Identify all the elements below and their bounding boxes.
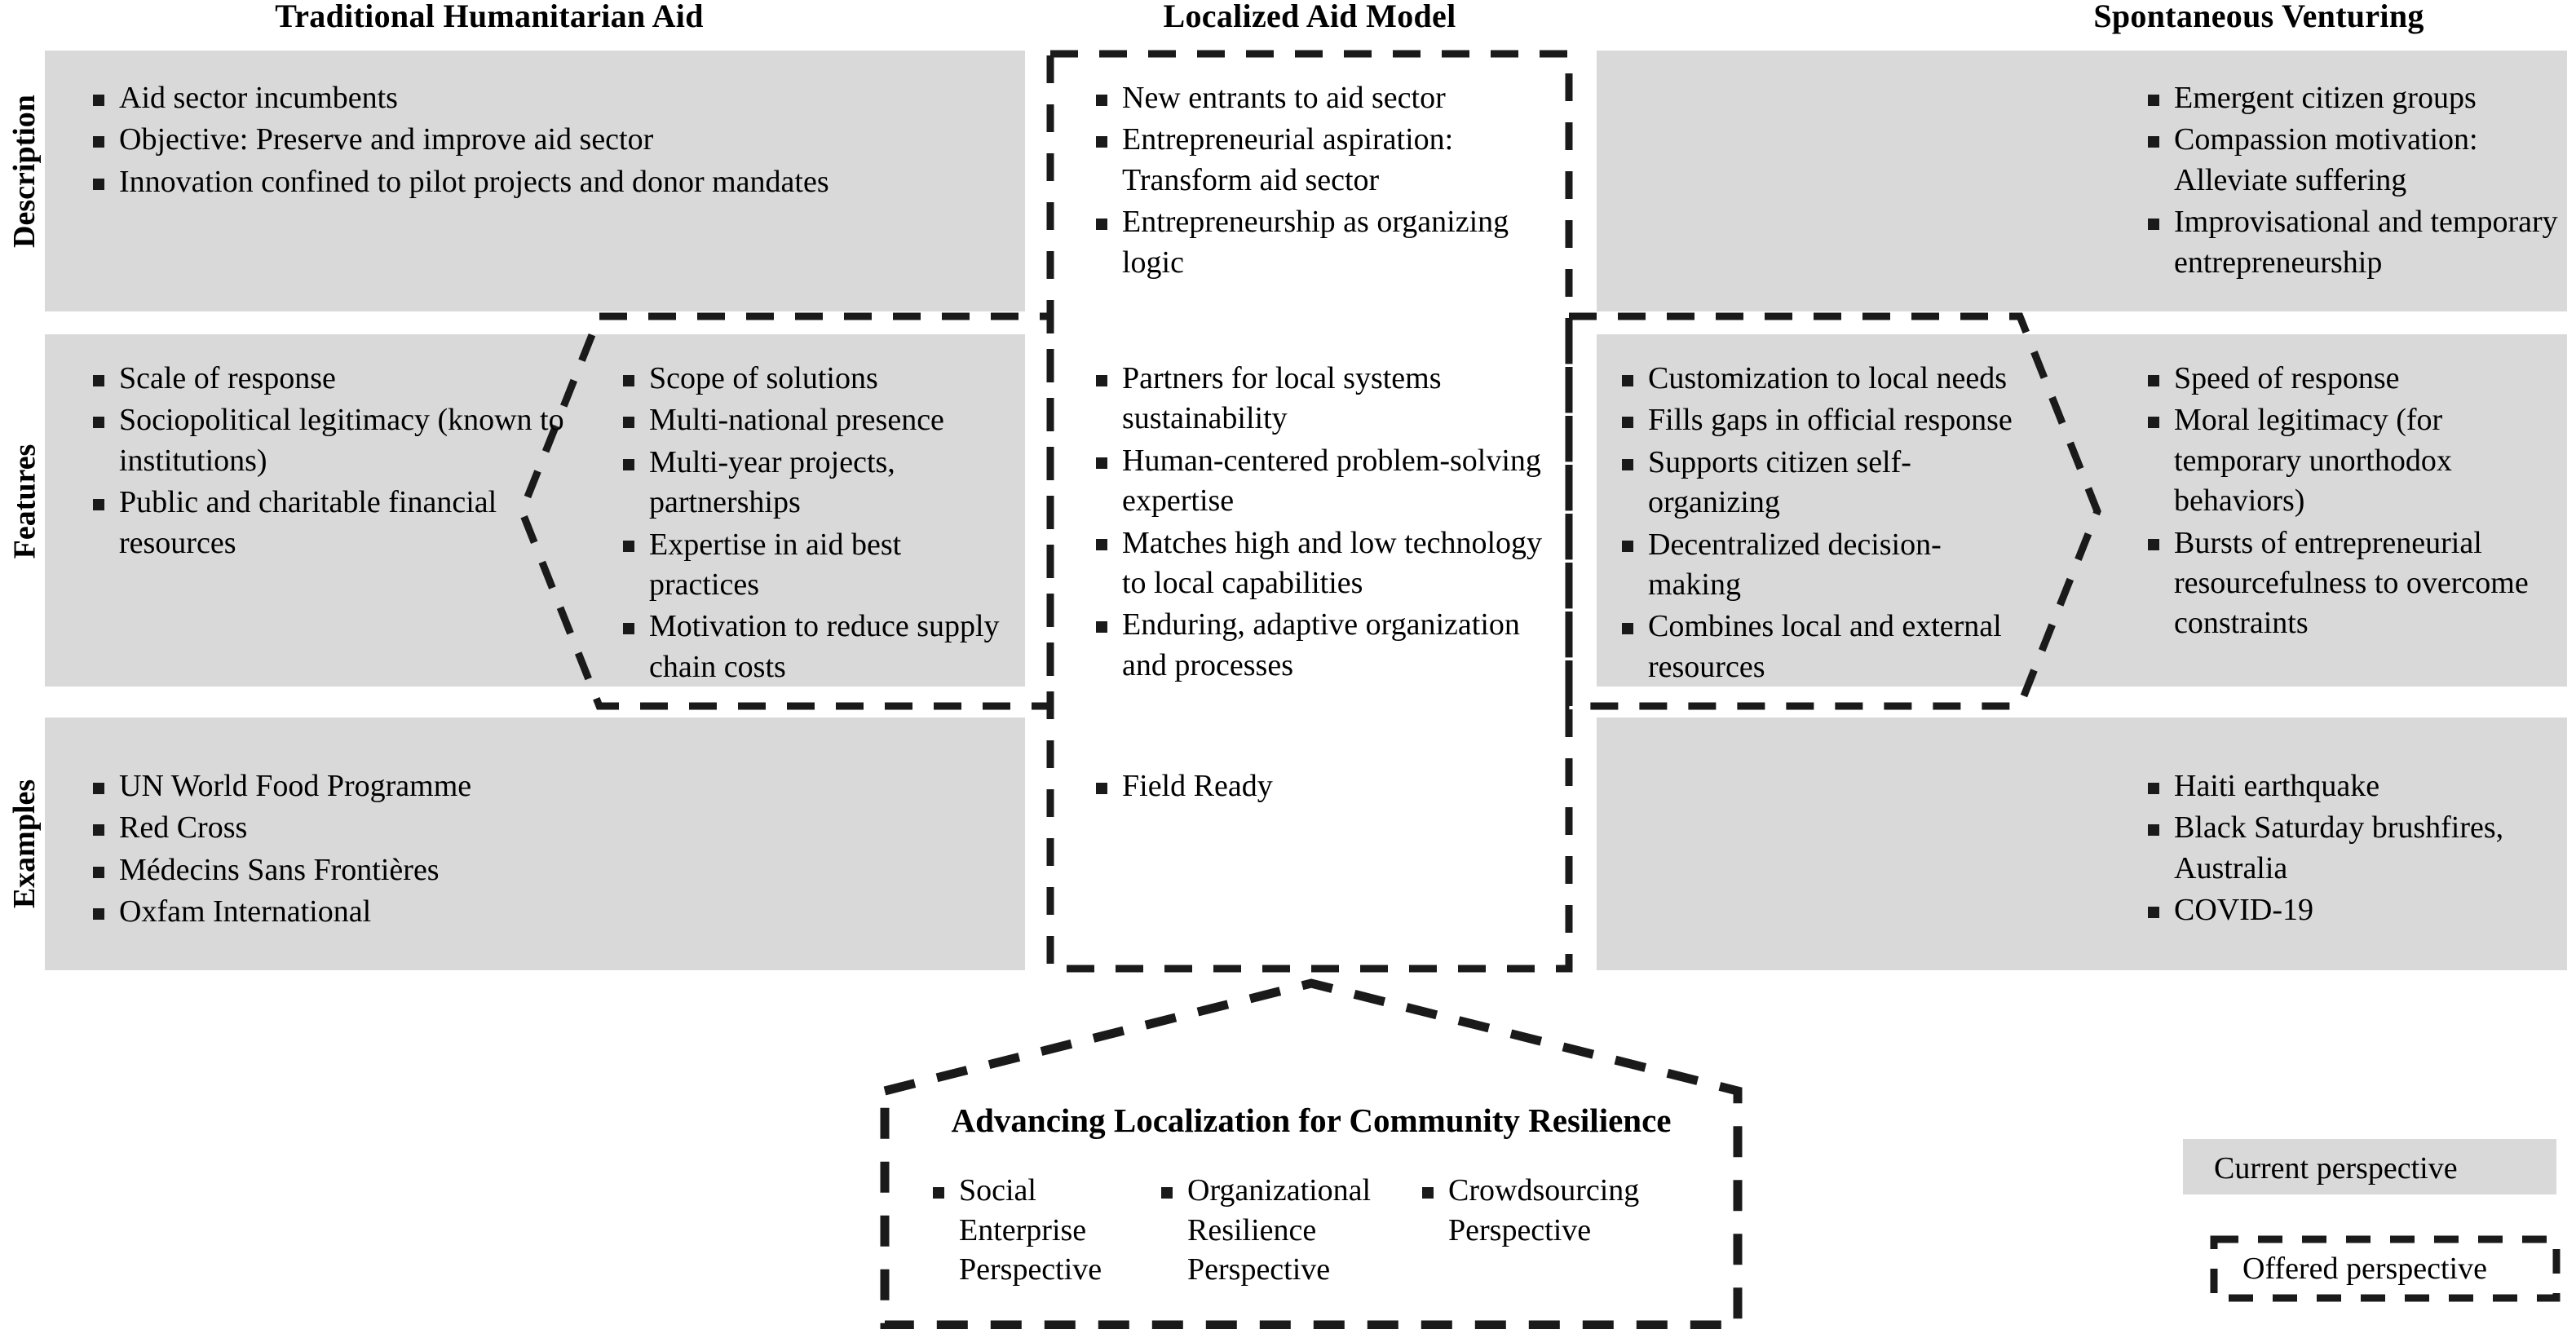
list-item: Haiti earthquake <box>2145 766 2561 806</box>
list-item: Innovation confined to pilot projects an… <box>90 162 987 202</box>
list-item: Customization to local needs <box>1619 359 2026 399</box>
list-item: Emergent citizen groups <box>2145 78 2569 118</box>
bottom-callout-title: Advancing Localization for Community Res… <box>951 1102 1672 1139</box>
list-item: Human-centered problem-solving expertise <box>1093 441 1558 522</box>
column-header-traditional: Traditional Humanitarian Aid <box>275 0 704 34</box>
bottom-callout-content: Advancing Localization for Community Res… <box>885 1101 1738 1325</box>
list-item: Bursts of entrepreneurial resourcefulnes… <box>2145 523 2561 644</box>
panel-examples-traditional <box>45 717 1025 970</box>
list-item: Enduring, adaptive organization and proc… <box>1093 605 1558 686</box>
bottom-callout-item-2-text: Crowdsourcing Perspective <box>1419 1171 1655 1250</box>
list-item: Motivation to reduce supply chain costs <box>620 607 1003 687</box>
list-item: Speed of response <box>2145 359 2561 399</box>
list-item: Entrepreneurship as organizing logic <box>1093 202 1549 283</box>
list-item: Matches high and low technology to local… <box>1093 523 1558 604</box>
panel-description-spontaneous <box>1597 51 2567 311</box>
column-header-localized: Localized Aid Model <box>1163 0 1456 34</box>
list-item: Expertise in aid best practices <box>620 525 1003 606</box>
list-item: UN World Food Programme <box>90 766 970 806</box>
list-item: Aid sector incumbents <box>90 78 987 118</box>
list-features-localized: Partners for local systems sustainabilit… <box>1093 359 1558 687</box>
list-item: New entrants to aid sector <box>1093 78 1549 118</box>
panel-examples-spontaneous <box>1597 717 2567 970</box>
bottom-callout-item-1: Organizational Resilience Perspective <box>1158 1171 1394 1290</box>
legend-offered-perspective-label: Offered perspective <box>2242 1252 2487 1286</box>
legend-solid-swatch <box>2183 1139 2556 1194</box>
bottom-callout-item-2: Crowdsourcing Perspective <box>1419 1171 1655 1250</box>
list-examples-localized: Field Ready <box>1093 766 1533 808</box>
list-item: Red Cross <box>90 808 970 848</box>
column-header-spontaneous: Spontaneous Venturing <box>2093 0 2424 34</box>
legend-current-perspective-label: Current perspective <box>2214 1151 2458 1186</box>
list-item: Field Ready <box>1093 766 1533 806</box>
list-item: Multi-year projects, partnerships <box>620 443 1003 523</box>
list-item: Supports citizen self-organizing <box>1619 443 2026 523</box>
list-item: Partners for local systems sustainabilit… <box>1093 359 1558 439</box>
list-item: Scope of solutions <box>620 359 1003 399</box>
list-item: Combines local and external resources <box>1619 607 2026 687</box>
row-label-features-text: Features <box>7 444 42 559</box>
row-label-description-text: Description <box>7 95 42 248</box>
list-item: Public and charitable financial resource… <box>90 483 579 563</box>
list-item: Scale of response <box>90 359 579 399</box>
list-item: Oxfam International <box>90 892 970 932</box>
row-label-examples-text: Examples <box>7 779 42 909</box>
list-item: Multi-national presence <box>620 400 1003 440</box>
list-item: COVID-19 <box>2145 890 2561 930</box>
list-item: Médecins Sans Frontières <box>90 850 970 890</box>
bottom-callout-item-0-text: Social Enterprise Perspective <box>930 1171 1125 1290</box>
list-item: Black Saturday brushfires, Australia <box>2145 808 2561 889</box>
bottom-callout-item-1-text: Organizational Resilience Perspective <box>1158 1171 1394 1290</box>
bottom-callout-item-0: Social Enterprise Perspective <box>930 1171 1125 1290</box>
list-item: Fills gaps in official response <box>1619 400 2026 440</box>
panel-description-traditional <box>45 51 1025 311</box>
list-item: Improvisational and temporary entreprene… <box>2145 202 2569 283</box>
list-item: Decentralized decision-making <box>1619 525 2026 606</box>
list-item: Sociopolitical legitimacy (known to inst… <box>90 400 579 481</box>
list-item: Moral legitimacy (for temporary unorthod… <box>2145 400 2561 521</box>
list-item: Entrepreneurial aspiration: Transform ai… <box>1093 120 1549 201</box>
list-item: Objective: Preserve and improve aid sect… <box>90 120 987 160</box>
list-item: Compassion motivation: Alleviate sufferi… <box>2145 120 2569 201</box>
